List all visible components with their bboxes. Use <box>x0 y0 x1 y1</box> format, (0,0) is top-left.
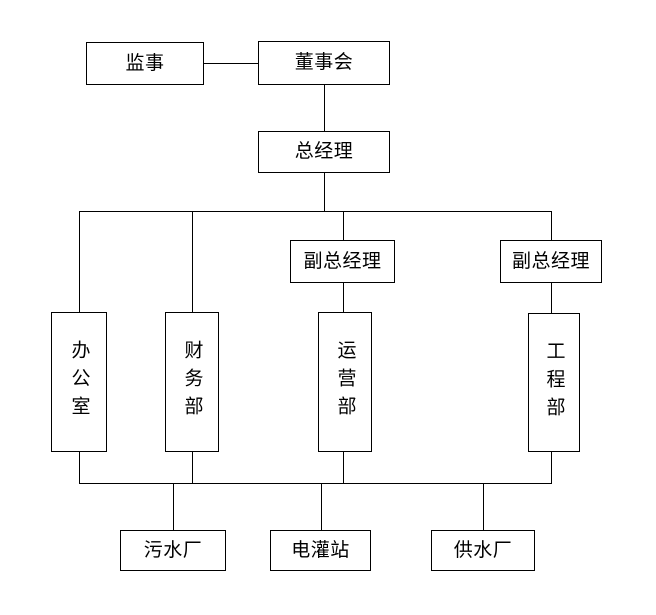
node-water-supply-plant[interactable]: 供水厂 <box>431 530 535 571</box>
connector-office-to-bottom-bus <box>79 452 80 484</box>
connector-bottom-bus-to-wastewater-plant <box>173 483 174 530</box>
node-deputy-general-manager-2[interactable]: 副总经理 <box>500 240 602 283</box>
node-operations-dept[interactable]: 运营部 <box>318 312 372 452</box>
connector-top-bus <box>79 211 552 212</box>
connector-general-manager-to-bus <box>324 173 325 211</box>
connector-engineering-dept-to-bottom-bus <box>551 452 552 484</box>
node-supervisor-label: 监事 <box>125 51 165 74</box>
node-irrigation-station[interactable]: 电灌站 <box>270 530 371 571</box>
node-supervisor[interactable]: 监事 <box>86 42 204 85</box>
connector-bus-to-finance-dept <box>192 211 193 312</box>
node-engineering-dept[interactable]: 工程部 <box>528 313 580 452</box>
node-finance-dept-label: 财务部 <box>181 340 204 424</box>
connector-finance-dept-to-bottom-bus <box>192 452 193 484</box>
node-finance-dept[interactable]: 财务部 <box>165 312 219 452</box>
node-deputy-general-manager-2-label: 副总经理 <box>511 249 590 272</box>
connector-deputy-manager-2-to-engineering-dept <box>551 283 552 313</box>
connector-bus-to-deputy-manager-1 <box>343 211 344 240</box>
connector-supervisor-to-board <box>204 63 258 64</box>
node-water-supply-plant-label: 供水厂 <box>453 538 513 561</box>
node-wastewater-plant[interactable]: 污水厂 <box>120 530 226 571</box>
node-board-of-directors-label: 董事会 <box>294 51 354 74</box>
node-board-of-directors[interactable]: 董事会 <box>258 41 390 85</box>
connector-bus-to-deputy-manager-2 <box>551 211 552 240</box>
node-office[interactable]: 办公室 <box>51 312 107 452</box>
node-operations-dept-label: 运营部 <box>334 340 357 424</box>
connector-bottom-bus <box>79 483 552 484</box>
node-wastewater-plant-label: 污水厂 <box>143 538 203 561</box>
node-engineering-dept-label: 工程部 <box>543 340 566 425</box>
connector-deputy-manager-1-to-operations-dept <box>343 283 344 312</box>
connector-bottom-bus-to-water-supply-plant <box>483 483 484 530</box>
connector-bus-to-office <box>79 211 80 312</box>
connector-operations-dept-to-bottom-bus <box>343 452 344 484</box>
node-deputy-general-manager-1-label: 副总经理 <box>303 249 382 272</box>
node-office-label: 办公室 <box>68 340 91 424</box>
node-general-manager[interactable]: 总经理 <box>258 131 390 173</box>
connector-board-to-general-manager <box>324 85 325 131</box>
node-general-manager-label: 总经理 <box>294 140 354 163</box>
node-irrigation-station-label: 电灌站 <box>291 538 350 561</box>
connector-bottom-bus-to-irrigation-station <box>321 483 322 530</box>
node-deputy-general-manager-1[interactable]: 副总经理 <box>290 240 395 283</box>
